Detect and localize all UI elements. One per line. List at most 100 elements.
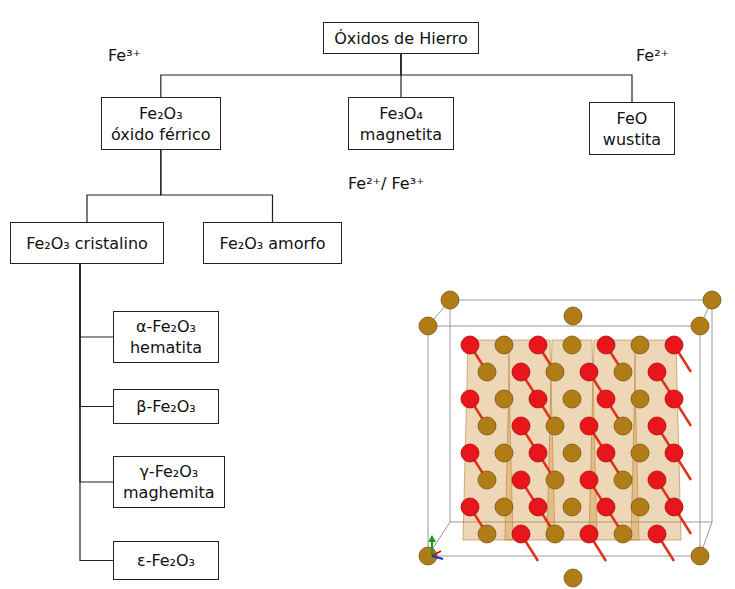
ion-label: Fe²⁺ [634, 46, 671, 66]
iron-atom [478, 525, 496, 543]
ion-label: Fe²⁺/ Fe³⁺ [346, 174, 427, 194]
oxygen-atom [597, 444, 615, 462]
node-text: β-Fe₂O₃ [136, 396, 196, 417]
category-box: Fe₃O₄magnetita [348, 97, 454, 150]
iron-atom [478, 363, 496, 381]
oxygen-atom [529, 336, 547, 354]
iron-atom [546, 417, 564, 435]
oxygen-atom [648, 417, 666, 435]
iron-atom [441, 291, 459, 309]
category-box: Óxidos de Hierro [323, 22, 479, 54]
iron-atom [495, 390, 513, 408]
node-text: ε-Fe₂O₃ [137, 550, 195, 571]
iron-atom [478, 471, 496, 489]
oxygen-atom [648, 525, 666, 543]
category-box: Fe₂O₃ amorfo [203, 222, 342, 264]
iron-atom [495, 336, 513, 354]
iron-atom [563, 444, 581, 462]
oxygen-atom [529, 498, 547, 516]
iron-atom [614, 525, 632, 543]
node-text: α-Fe₂O₃ [136, 316, 196, 337]
node-text: Fe₃O₄ [379, 103, 423, 124]
tree-connector [80, 264, 113, 482]
oxygen-atom [461, 336, 479, 354]
tree-connector [161, 150, 273, 222]
oxygen-atom [461, 390, 479, 408]
node-text: magnetita [360, 124, 442, 145]
iron-atom [691, 547, 709, 565]
iron-atom [546, 471, 564, 489]
iron-atom [563, 390, 581, 408]
oxygen-atom [597, 498, 615, 516]
iron-atom [563, 336, 581, 354]
iron-atom [631, 444, 649, 462]
axis-triad [428, 535, 443, 559]
iron-atom [495, 498, 513, 516]
category-box: β-Fe₂O₃ [113, 389, 219, 424]
node-text: Fe₂O₃ [139, 103, 183, 124]
tree-connector [80, 264, 113, 337]
iron-atom [564, 307, 582, 325]
category-box: FeOwustita [589, 102, 675, 155]
oxygen-atom [529, 390, 547, 408]
iron-atom [564, 569, 582, 587]
node-text: óxido férrico [111, 124, 211, 145]
oxygen-atom [529, 444, 547, 462]
iron-atom [478, 417, 496, 435]
unit-cell-frame [428, 300, 712, 556]
node-text: maghemita [123, 482, 215, 503]
node-text: γ-Fe₂O₃ [139, 461, 198, 482]
category-box: α-Fe₂O₃hematita [113, 311, 219, 363]
node-text: Fe₂O₃ amorfo [220, 233, 326, 254]
oxygen-atom [665, 390, 683, 408]
oxygen-atom [580, 471, 598, 489]
oxygen-atom [580, 417, 598, 435]
tree-connector [80, 264, 113, 561]
tree-connector [401, 54, 632, 102]
node-text: wustita [603, 129, 661, 150]
iron-atom [546, 363, 564, 381]
oxygen-atom [461, 444, 479, 462]
cell-front-face [428, 326, 700, 556]
node-text: FeO [617, 108, 648, 129]
iron-atom [614, 363, 632, 381]
oxygen-atom [512, 471, 530, 489]
oxygen-atom [665, 336, 683, 354]
iron-atom [691, 317, 709, 335]
oxygen-atom [665, 444, 683, 462]
iron-atom [419, 317, 437, 335]
oxygen-atom [597, 390, 615, 408]
iron-atom [631, 390, 649, 408]
category-box: ε-Fe₂O₃ [113, 541, 219, 580]
iron-atom [631, 336, 649, 354]
ion-label: Fe³⁺ [106, 46, 143, 66]
iron-atom [703, 291, 721, 309]
node-text: Óxidos de Hierro [334, 28, 468, 49]
crystal-atoms [419, 291, 721, 587]
tree-connector [80, 264, 113, 407]
iron-atom [563, 498, 581, 516]
oxygen-atom [648, 471, 666, 489]
oxygen-atom [648, 363, 666, 381]
tree-connector [161, 54, 401, 97]
oxygen-atom [512, 525, 530, 543]
iron-atom [614, 417, 632, 435]
category-box: γ-Fe₂O₃maghemita [113, 456, 225, 508]
iron-atom [631, 498, 649, 516]
oxygen-atom [512, 417, 530, 435]
iron-atom [495, 444, 513, 462]
iron-atom [614, 471, 632, 489]
oxygen-atom [461, 498, 479, 516]
category-box: Fe₂O₃ cristalino [10, 222, 164, 264]
node-text: hematita [130, 337, 202, 358]
oxygen-atom [580, 363, 598, 381]
node-text: Fe₂O₃ cristalino [26, 233, 148, 254]
oxygen-atom [665, 498, 683, 516]
iron-atom [546, 525, 564, 543]
oxygen-atom [580, 525, 598, 543]
tree-connector [87, 150, 161, 222]
